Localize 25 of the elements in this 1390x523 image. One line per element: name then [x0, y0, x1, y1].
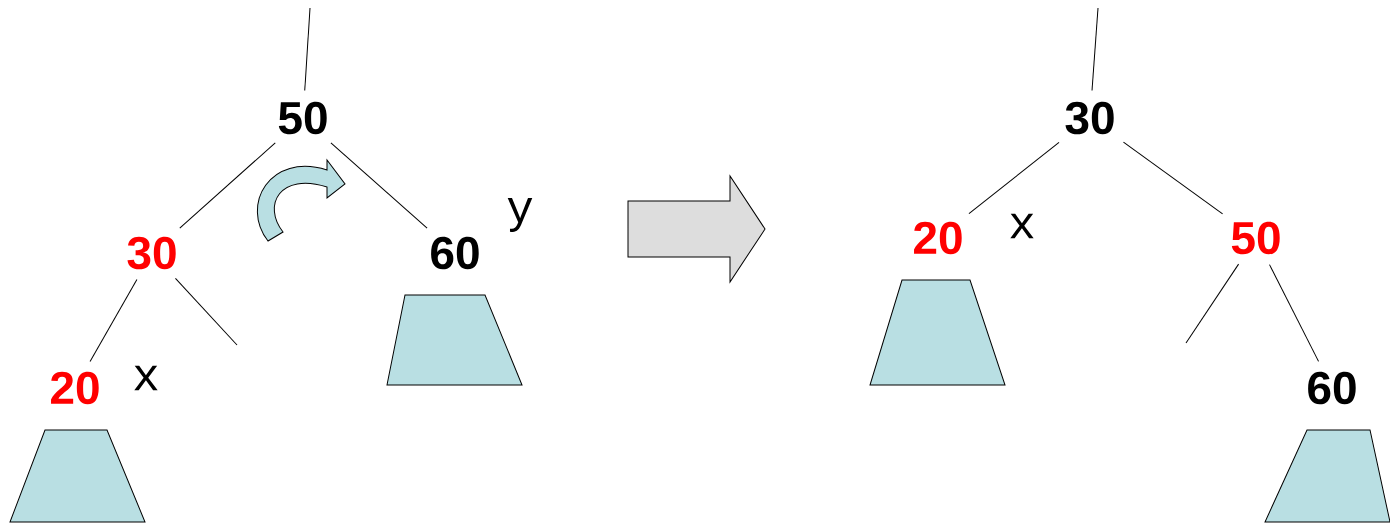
pointer-label: x: [134, 365, 158, 391]
subtree-trapezoid: [869, 279, 1006, 386]
tree-edge: [968, 142, 1060, 215]
tree-edge: [1185, 263, 1240, 344]
tree-edge: [304, 7, 311, 92]
key-label: 60: [431, 236, 479, 270]
key-label: 20: [914, 221, 962, 255]
subtree-trapezoid: [9, 429, 146, 523]
key-label: 60: [1308, 371, 1356, 405]
key-label: 30: [1065, 101, 1114, 135]
key-label: 30: [127, 236, 176, 270]
subtree-trapezoid: [1264, 429, 1390, 523]
tree-edge: [330, 142, 428, 229]
tree-edge: [174, 277, 238, 346]
key-label: 50: [278, 101, 327, 135]
pointer-label: x: [1010, 213, 1034, 239]
tree-edge: [1269, 264, 1320, 362]
key-label: 20: [51, 371, 99, 405]
tree-edge: [1091, 7, 1099, 91]
tree-edge: [1122, 141, 1224, 215]
pointer-label: y: [507, 198, 533, 232]
tree-edge: [89, 278, 138, 363]
subtree-trapezoid: [386, 294, 523, 386]
key-label: 50: [1231, 221, 1280, 255]
tree-edge: [179, 142, 276, 229]
